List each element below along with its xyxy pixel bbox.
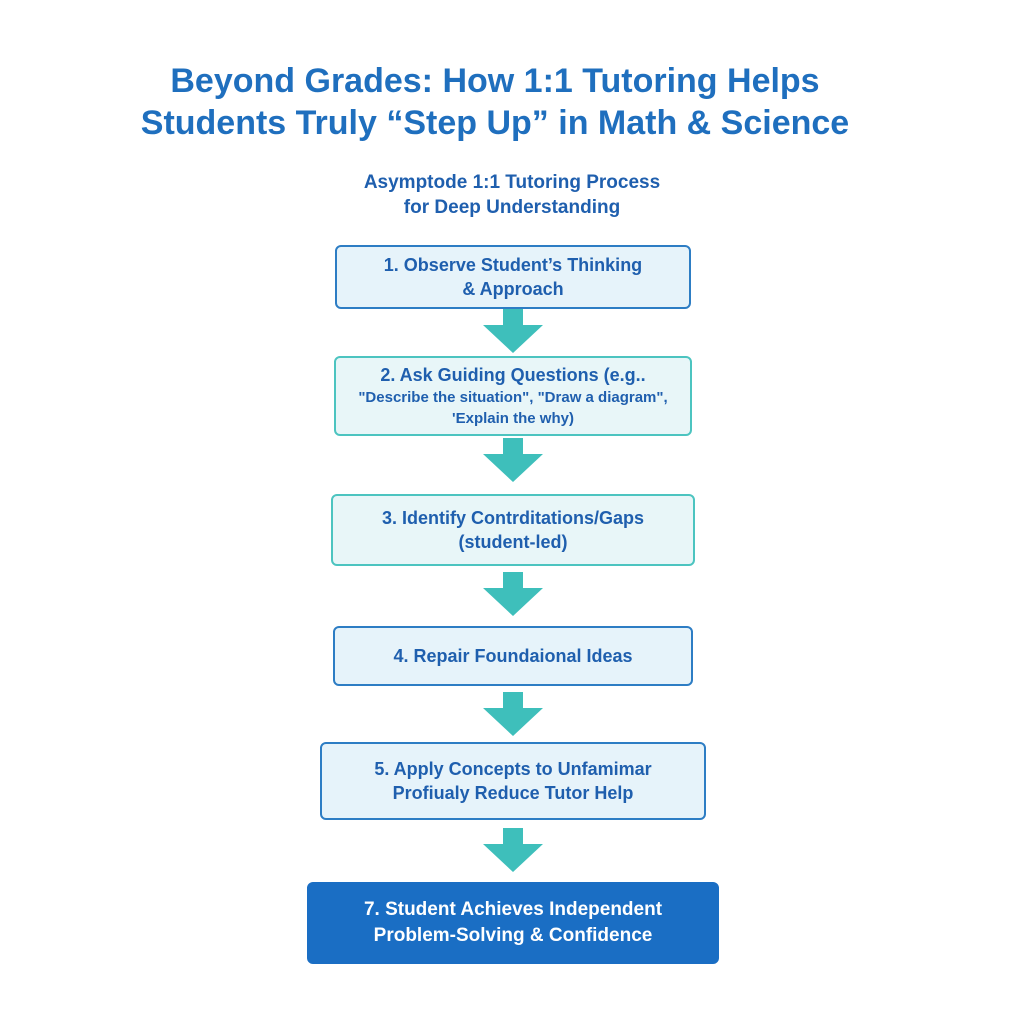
step-3-line-1: 3. Identify Contrditations/Gaps [381,508,645,528]
step-final-line-1: 7. Student Achieves Independent [363,899,663,920]
step-5-line-2: Profiualy Reduce Tutor Help [392,783,634,803]
step-final-box: 7. Student Achieves Independent Problem-… [307,882,719,964]
step-2-line-1: 2. Ask Guiding Questions (e.g.. [380,365,646,385]
step-3-line-2: (student-led) [458,532,568,552]
step-5-box: 5. Apply Concepts to Unfamimar Profiualy… [320,742,706,820]
page-title: Beyond Grades: How 1:1 Tutoring Helps St… [0,60,990,144]
step-final-line-2: Problem-Solving & Confidence [373,925,653,946]
step-2-box: 2. Ask Guiding Questions (e.g.. "Describ… [334,356,692,436]
diagram-subtitle: Asymptode 1:1 Tutoring Process for Deep … [0,170,1024,220]
title-line-2: Students Truly “Step Up” in Math & Scien… [140,104,850,142]
step-1-box: 1. Observe Student’s Thinking & Approach [335,245,691,309]
title-line-1: Beyond Grades: How 1:1 Tutoring Helps [170,62,820,100]
arrow-down-icon [483,828,543,872]
step-2-line-2: "Describe the situation", "Draw a diagra… [358,389,668,406]
step-1-line-2: & Approach [462,279,564,299]
subtitle-line-2: for Deep Understanding [403,197,621,218]
step-5-line-1: 5. Apply Concepts to Unfamimar [374,759,652,779]
step-3-box: 3. Identify Contrditations/Gaps (student… [331,494,695,566]
arrow-down-icon [483,438,543,482]
subtitle-line-1: Asymptode 1:1 Tutoring Process [363,172,661,193]
arrow-down-icon [483,572,543,616]
step-4-box: 4. Repair Foundaional Ideas [333,626,693,686]
step-4-line-1: 4. Repair Foundaional Ideas [393,646,633,666]
arrow-down-icon [483,692,543,736]
arrow-down-icon [483,309,543,353]
step-1-line-1: 1. Observe Student’s Thinking [383,255,643,275]
step-2-line-3: 'Explain the why) [452,410,574,427]
